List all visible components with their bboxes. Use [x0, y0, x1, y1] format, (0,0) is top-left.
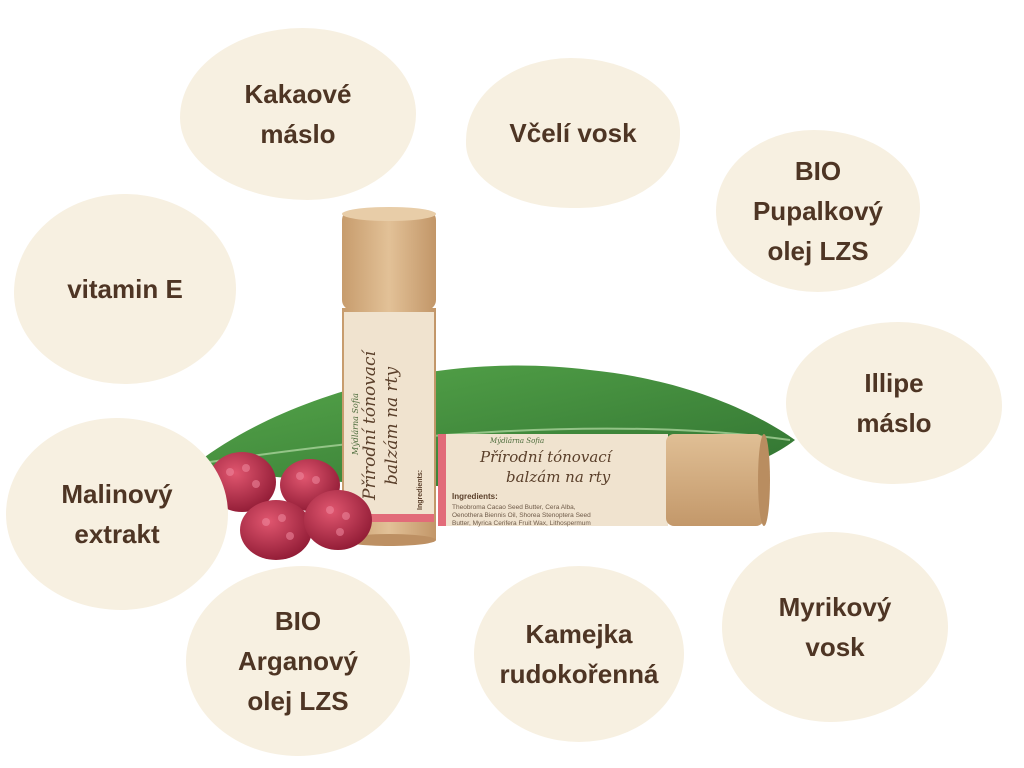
lying-brand: Mýdlárna Sofia: [489, 437, 544, 445]
ingredient-blob-alkanet-root: Kamejka rudokořenná: [474, 566, 684, 742]
ingredient-blob-bayberry-wax: Myrikový vosk: [722, 532, 948, 722]
lying-label-line2: balzám na rty: [506, 468, 611, 486]
standing-label-line2: balzám na rty: [382, 366, 402, 485]
ingredient-label: vitamin E: [67, 273, 183, 304]
ingredient-blob-illipe-butter: Illipe máslo: [786, 322, 1002, 484]
raspberries: [208, 452, 372, 560]
ingredient-blob-argan-oil: BIO Arganový olej LZS: [186, 566, 410, 756]
standing-tube: Přírodní tónovací balzám na rty Mýdlárna…: [342, 207, 436, 546]
ingredient-label: BIO Arganový olej LZS: [238, 605, 358, 717]
ingredient-label: Kamejka rudokořenná: [499, 618, 659, 689]
ingredient-label: Myrikový vosk: [778, 591, 892, 662]
ingredient-label: Illipe máslo: [856, 367, 932, 438]
ingredient-blob-evening-primrose-oil: BIO Pupalkový olej LZS: [716, 130, 920, 292]
ingredient-blob-beeswax: Včelí vosk: [466, 58, 680, 208]
ingredient-label: BIO Pupalkový olej LZS: [752, 155, 884, 267]
standing-ingredients-heading: Ingredients:: [417, 470, 424, 510]
ingredient-blob-raspberry-extract: Malinový extrakt: [6, 418, 228, 610]
ingredient-blob-cocoa-butter: Kakaové máslo: [180, 28, 416, 200]
lying-ingredients-heading: Ingredients:: [452, 492, 498, 501]
ingredient-blob-vitamin-e: vitamin E: [14, 194, 236, 384]
standing-brand: Mýdlárna Sofia: [351, 393, 360, 456]
lying-tube: Přírodní tónovací balzám na rty Mýdlárna…: [438, 434, 770, 527]
ingredient-label: Kakaové máslo: [244, 78, 352, 149]
ingredient-label: Malinový extrakt: [61, 478, 173, 549]
lying-ingredients-line2: Oenothera Biennis Oil, Shorea Stenoptera…: [452, 512, 591, 519]
ingredient-label: Včelí vosk: [509, 117, 637, 148]
lying-ingredients-line1: Theobroma Cacao Seed Butter, Cera Alba,: [452, 504, 576, 511]
lying-label-line1: Přírodní tónovací: [479, 448, 614, 466]
lying-ingredients-line3: Butter, Myrica Cerifera Fruit Wax, Litho…: [452, 520, 591, 527]
standing-label-line1: Přírodní tónovací: [360, 348, 380, 501]
lip-balm-product-photo: Přírodní tónovací balzám na rty Mýdlárna…: [198, 207, 795, 560]
